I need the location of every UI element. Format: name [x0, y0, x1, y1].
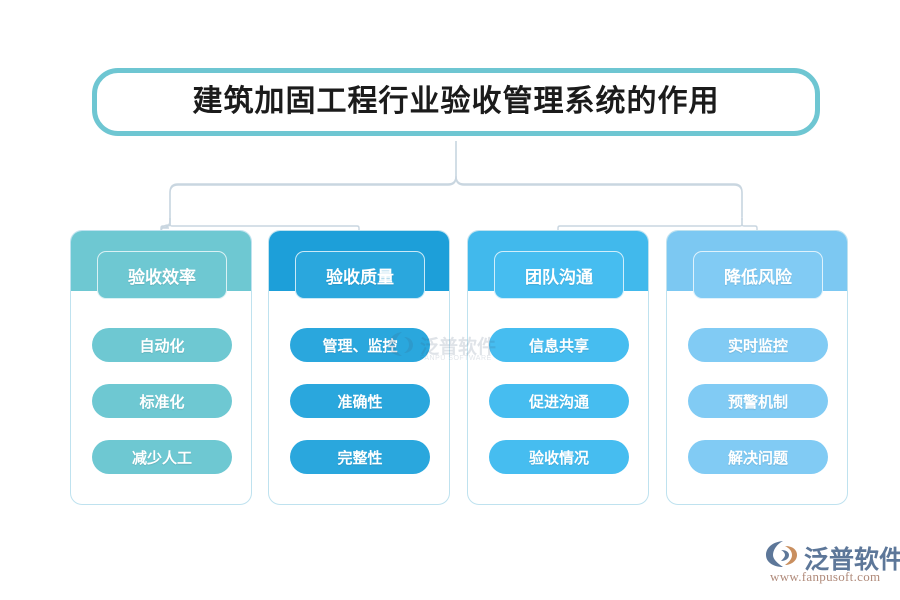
- card-item-label: 准确性: [337, 393, 383, 411]
- card-header-label: 降低风险: [693, 251, 823, 299]
- card-header-label: 团队沟通: [494, 251, 624, 299]
- page-title: 建筑加固工程行业验收管理系统的作用: [192, 85, 720, 118]
- card-item-label: 管理、监控: [322, 337, 398, 355]
- card-item-label: 自动化: [139, 337, 185, 355]
- card-item-label: 减少人工: [131, 449, 192, 467]
- card-item-pill[interactable]: 标准化: [92, 384, 232, 418]
- card-item-pill[interactable]: 预警机制: [688, 384, 828, 418]
- card-item-label: 信息共享: [528, 337, 589, 355]
- card-header-label: 验收质量: [295, 251, 425, 299]
- column-card-reduce-risk[interactable]: 降低风险 实时监控 预警机制 解决问题: [666, 230, 848, 505]
- card-header-label: 验收效率: [97, 251, 227, 299]
- card-item-pill[interactable]: 完整性: [290, 440, 430, 474]
- card-header-text: 验收质量: [326, 267, 394, 287]
- logo-url: www.fanpusoft.com: [770, 569, 881, 584]
- card-header-text: 降低风险: [724, 267, 792, 287]
- logo-name: 泛普软件: [804, 546, 900, 574]
- card-item-label: 标准化: [139, 393, 185, 411]
- card-item-label: 实时监控: [727, 337, 788, 355]
- card-item-label: 解决问题: [727, 449, 788, 467]
- column-card-acceptance-quality[interactable]: 验收质量 管理、监控 准确性 完整性: [268, 230, 450, 505]
- diagram-title-box: 建筑加固工程行业验收管理系统的作用: [92, 68, 820, 136]
- card-item-pill[interactable]: 信息共享: [489, 328, 629, 362]
- card-item-pill[interactable]: 验收情况: [489, 440, 629, 474]
- column-card-acceptance-efficiency[interactable]: 验收效率 自动化 标准化 减少人工: [70, 230, 252, 505]
- card-item-pill[interactable]: 减少人工: [92, 440, 232, 474]
- card-item-label: 验收情况: [528, 449, 589, 467]
- card-item-pill[interactable]: 管理、监控: [290, 328, 430, 362]
- card-item-pill[interactable]: 准确性: [290, 384, 430, 418]
- column-card-team-communication[interactable]: 团队沟通 信息共享 促进沟通 验收情况: [467, 230, 649, 505]
- card-item-pill[interactable]: 自动化: [92, 328, 232, 362]
- card-item-pill[interactable]: 实时监控: [688, 328, 828, 362]
- card-item-label: 促进沟通: [528, 393, 589, 411]
- brand-logo: 泛普软件 www.fanpusoft.com: [764, 540, 900, 588]
- card-item-label: 预警机制: [727, 393, 788, 411]
- card-header-text: 验收效率: [128, 267, 196, 287]
- card-item-pill[interactable]: 促进沟通: [489, 384, 629, 418]
- card-item-pill[interactable]: 解决问题: [688, 440, 828, 474]
- fanpu-logo-icon: [766, 541, 797, 567]
- card-header-text: 团队沟通: [525, 267, 593, 287]
- card-item-label: 完整性: [337, 449, 383, 467]
